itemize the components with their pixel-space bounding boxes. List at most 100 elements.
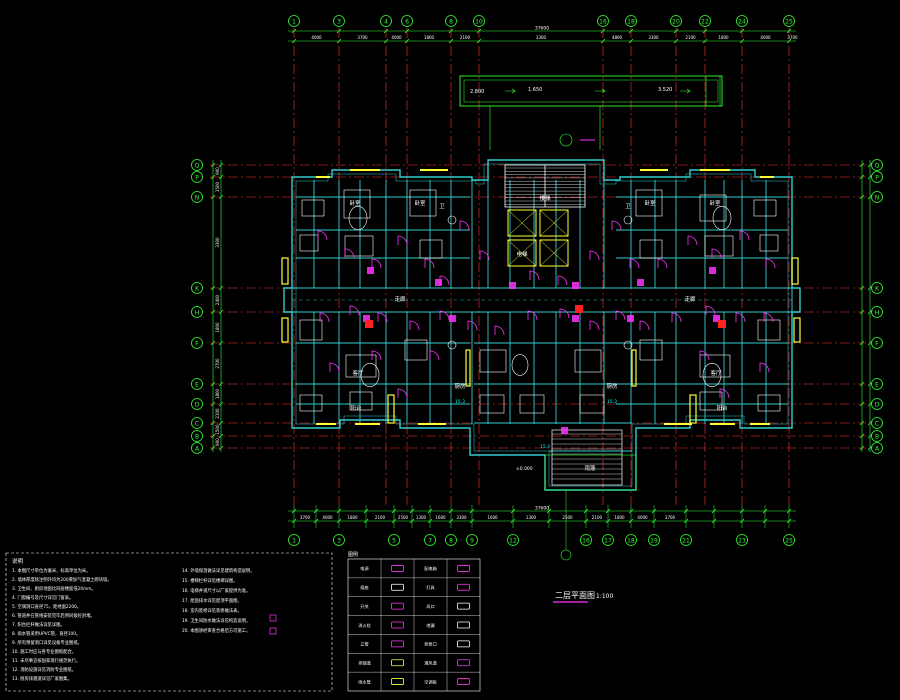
dim-text-bottom: 1600	[435, 515, 446, 520]
note-line: 6. 管道井在管线安装完毕后用同级砼封堵。	[12, 612, 95, 619]
axis-label-bottom: 5	[392, 538, 396, 545]
dim-text-top: 4800	[612, 35, 623, 40]
round-table	[511, 354, 529, 376]
furniture-item	[404, 339, 428, 361]
axis-label-left: P	[195, 175, 199, 182]
slope-arrow	[505, 88, 516, 94]
dim-overall-text: 37600	[535, 26, 549, 32]
axis-label-right: E	[875, 382, 879, 389]
dim-tick	[210, 174, 216, 180]
door-tag	[627, 315, 634, 322]
dim-tick	[383, 38, 389, 44]
door-tag	[363, 315, 370, 322]
dim-tick	[859, 162, 865, 168]
dim-tick	[867, 194, 873, 200]
axis-bubble-bottom	[580, 534, 592, 546]
dim-tick	[867, 309, 873, 315]
axis-bubble-right	[871, 191, 883, 203]
dim-text-bottom: 2100	[592, 515, 603, 520]
axis-label-right: F	[875, 341, 879, 348]
drawing-title: 二层平面图	[555, 591, 595, 600]
dim-text-top: 2100	[685, 35, 696, 40]
door-swing	[687, 235, 698, 246]
door-swing	[494, 325, 505, 336]
axis-label-bottom: 16	[582, 538, 590, 545]
note-line: 2. 墙体厚度除注明外均为200厚加气混凝土砌块墙。	[12, 576, 112, 583]
dim-tick	[448, 28, 454, 34]
dim-tick	[739, 28, 745, 34]
axis-bubble-bottom	[388, 534, 400, 546]
axis-bubble-left	[191, 171, 203, 183]
note-line: 14. 外墙保温做法详见建筑构造说明。	[182, 567, 255, 574]
toilet-fixture	[447, 340, 457, 350]
axis-label-top: 18	[627, 19, 635, 26]
level-mark: ±0.000	[516, 466, 533, 472]
dim-tick	[859, 194, 865, 200]
dim-tick	[218, 285, 224, 291]
door-tag	[709, 267, 716, 274]
elevator-shaft	[507, 209, 537, 237]
note-line: 19. 卫生间防水做法详见构造说明。	[182, 617, 250, 624]
furniture-item	[299, 394, 323, 412]
dim-text-left: 900	[215, 438, 220, 446]
axis-label-left: H	[195, 310, 200, 317]
furniture-item	[704, 235, 734, 257]
window-opening	[793, 317, 801, 343]
furniture-item	[699, 391, 723, 411]
room-label: 阳台	[350, 404, 362, 412]
legend-label: 地漏	[426, 622, 434, 629]
window-opening	[387, 394, 395, 424]
legend-symbol	[391, 621, 404, 629]
furniture-item	[753, 199, 777, 217]
axis-label-bottom: 23	[738, 538, 746, 545]
door-swing	[397, 235, 408, 246]
dim-tick	[218, 309, 224, 315]
furniture-item	[639, 339, 663, 361]
axis-bubble-top	[597, 15, 609, 27]
dim-tick	[628, 28, 634, 34]
axis-label-bottom: 3	[337, 538, 341, 545]
dim-tick	[210, 420, 216, 426]
axis-bubble-left	[191, 282, 203, 294]
door-tag	[367, 267, 374, 274]
elevator-cross	[539, 239, 569, 267]
dim-tick	[210, 433, 216, 439]
dim-text-top: 1800	[424, 35, 435, 40]
furniture-item	[635, 189, 663, 217]
note-symbol	[269, 614, 277, 622]
legend-label: 电源	[360, 565, 369, 572]
door-swing	[377, 312, 388, 323]
door-tag	[561, 427, 568, 434]
dim-tick	[336, 28, 342, 34]
axis-bubble-bottom	[602, 534, 614, 546]
door-swing	[671, 312, 682, 323]
dim-tick	[867, 445, 873, 451]
axis-label-bottom: 1	[292, 538, 296, 545]
door-swing	[371, 350, 382, 361]
furniture-item	[343, 189, 371, 219]
door-swing	[459, 220, 470, 231]
room-label: 厨房	[454, 382, 466, 390]
axis-bubble-top	[699, 15, 711, 27]
round-table	[360, 362, 380, 387]
dim-text-bottom: 1300	[526, 515, 537, 520]
axis-label-bottom: 19	[650, 538, 658, 545]
axis-bubble-top	[473, 15, 485, 27]
canopy-note: 2.800	[470, 89, 484, 95]
dim-tick	[404, 28, 410, 34]
dim-tick	[218, 194, 224, 200]
door-swing	[439, 310, 450, 321]
furniture-item	[639, 239, 663, 259]
dim-tick	[291, 38, 297, 44]
dim-tick	[600, 28, 606, 34]
legend-symbol	[457, 659, 470, 667]
axis-label-left: E	[195, 382, 199, 389]
legend-symbol	[391, 678, 404, 685]
axis-bubble-left	[191, 442, 203, 454]
dim-text-bottom: 2100	[375, 515, 386, 520]
room-label: 客厅	[710, 369, 722, 377]
room-label: 卫	[439, 203, 445, 210]
dim-tick	[867, 162, 873, 168]
axis-bubble-right	[871, 159, 883, 171]
dim-text-bottom: 2500	[398, 515, 409, 520]
